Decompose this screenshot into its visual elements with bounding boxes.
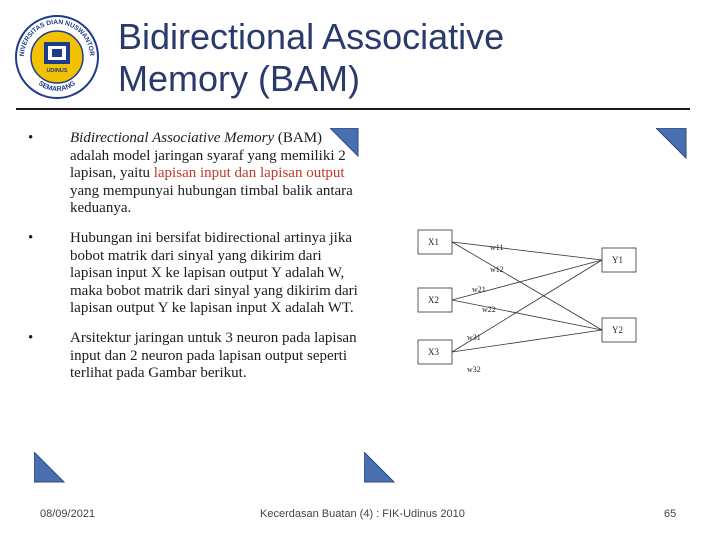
logo-center-text: UDINUS [46, 68, 67, 74]
bullet-text: Hubungan ini bersifat bidirectional arti… [70, 229, 358, 317]
input-neuron-x3 [417, 339, 453, 365]
footer-date: 08/09/2021 [40, 508, 96, 520]
bullet-marker: • [28, 229, 34, 246]
weight-label-w32: w32 [467, 365, 481, 374]
weight-label-w11: w11 [490, 243, 503, 252]
output-neuron-y2 [601, 317, 637, 343]
title-line-2: Memory (BAM) [118, 58, 360, 99]
bullet-text-italic: Bidirectional Associative Memory [70, 130, 275, 146]
weight-label-w21: w21 [472, 285, 486, 294]
weight-label-w31: w31 [467, 333, 481, 342]
bullet-text-end: yang mempunyai hubungan timbal balik ant… [70, 182, 353, 217]
slide-title: Bidirectional Associative Memory (BAM) [118, 16, 678, 100]
corner-triangle-bottom-left [34, 452, 66, 483]
corner-triangle-top-left [330, 128, 359, 158]
input-label-x1: X1 [428, 237, 439, 247]
bullet-item: • Arsitektur jaringan untuk 3 neuron pad… [28, 330, 358, 383]
bullet-item: • Hubungan ini bersifat bidirectional ar… [28, 230, 358, 318]
bullet-highlight: lapisan input dan lapisan output [153, 165, 345, 182]
input-label-x3: X3 [428, 347, 439, 357]
bullet-marker: • [28, 329, 34, 346]
input-label-x2: X2 [428, 295, 439, 305]
input-neuron-x1 [417, 229, 453, 255]
university-logo: UNIVERSITAS DIAN NUSWANTORO UDINUS SEMAR… [14, 14, 99, 99]
title-underline [16, 108, 690, 110]
weight-label-w12: w12 [490, 265, 504, 274]
input-neuron-x2 [417, 287, 453, 313]
bullet-item: • Bidirectional Associative Memory (BAM)… [28, 130, 358, 218]
output-label-y2: Y2 [612, 325, 623, 335]
corner-triangle-bottom-center [364, 452, 396, 483]
title-line-1: Bidirectional Associative [118, 16, 505, 57]
bullet-list: • Bidirectional Associative Memory (BAM)… [28, 130, 358, 395]
bullet-text: (BAM) adalah model jaringan syaraf yang … [70, 130, 346, 182]
weight-label-w22: w22 [482, 305, 496, 314]
footer-course: Kecerdasan Buatan (4) : FIK-Udinus 2010 [260, 508, 465, 520]
output-neuron-y1 [601, 247, 637, 273]
bullet-text: Arsitektur jaringan untuk 3 neuron pada … [70, 329, 357, 382]
bullet-marker: • [28, 130, 34, 146]
footer-page-number: 65 [664, 508, 677, 520]
output-label-y1: Y1 [612, 255, 623, 265]
corner-triangle-top-right [656, 128, 687, 160]
bam-network-diagram: X1 X2 X3 Y1 Y2 w11 w12 w21 w22 w31 w32 [417, 229, 637, 374]
